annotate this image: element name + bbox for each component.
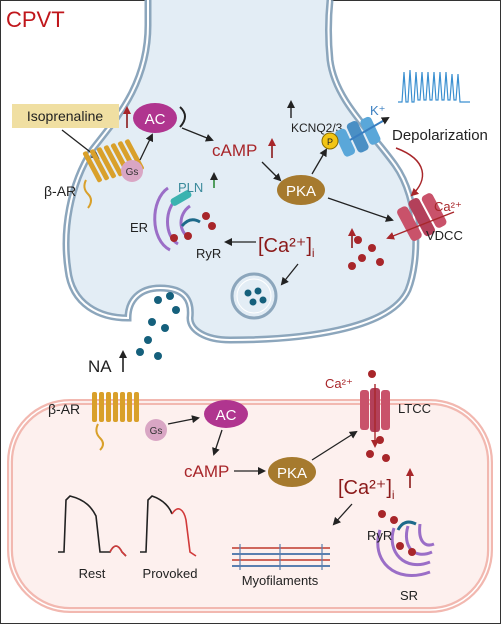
ca-label-vdcc: Ca²⁺ [434,199,462,214]
rest-label: Rest [79,566,106,581]
gs-protein-neuron [121,160,143,182]
pka-label-neuron: PKA [286,183,316,200]
ac-label-neuron: AC [145,111,166,128]
kcnq-channel [334,116,381,157]
spike-train-icon [398,69,470,103]
camp-label-neuron: cAMP [212,141,257,160]
provoked-ap-trace [140,495,173,553]
beta-ar-receptor-cardio [92,392,139,451]
beta-ar-label-neuron: β-AR [44,183,76,199]
pka-label-cardio: PKA [277,465,307,482]
gs-label-neuron: Gs [126,167,139,178]
pka-enzyme-cardio [268,457,316,487]
ryr-label-neuron: RyR [196,246,221,261]
ca-i-label-neuron: [Ca²⁺]i [258,235,315,260]
isoprenaline-box [12,104,119,128]
ltcc-label: LTCC [398,401,431,416]
vdcc-label: VDCC [426,228,463,243]
phospho-marker [321,132,339,150]
ac-enzyme-neuron [133,103,177,133]
beta-ar-label-cardio: β-AR [48,401,80,417]
myofilaments-icon [232,544,330,570]
pln-marker [170,190,192,206]
figure-title: CPVT [6,7,65,32]
pka-enzyme-neuron [277,175,325,205]
synaptic-vesicle [230,272,278,320]
ryr-label-cardio: RyR [367,528,392,543]
provoked-label: Provoked [143,566,198,581]
kcnq-label: KCNQ2/3 [291,121,343,135]
isoprenaline-label: Isoprenaline [27,108,103,124]
beta-ar-receptor-neuron [82,139,144,209]
camp-label-cardio: cAMP [184,462,229,481]
ca-label-ltcc: Ca²⁺ [325,376,353,391]
ca-i-label-cardio: [Ca²⁺]i [338,477,395,502]
myofilaments-label: Myofilaments [242,573,319,588]
vdcc-channel [397,193,447,241]
pln-label: PLN [178,180,203,195]
ac-label-cardio: AC [216,407,237,424]
phospho-label: P [327,137,333,147]
na-label: NA [88,357,112,376]
k-ion-label: K⁺ [370,103,386,118]
er-label: ER [130,220,148,235]
gs-label-cardio: Gs [150,426,163,437]
gs-protein-cardio [145,419,167,441]
depolarization-label: Depolarization [392,127,488,144]
ac-enzyme-cardio [204,400,248,428]
sr-label: SR [400,588,418,603]
na-particles [136,292,180,360]
